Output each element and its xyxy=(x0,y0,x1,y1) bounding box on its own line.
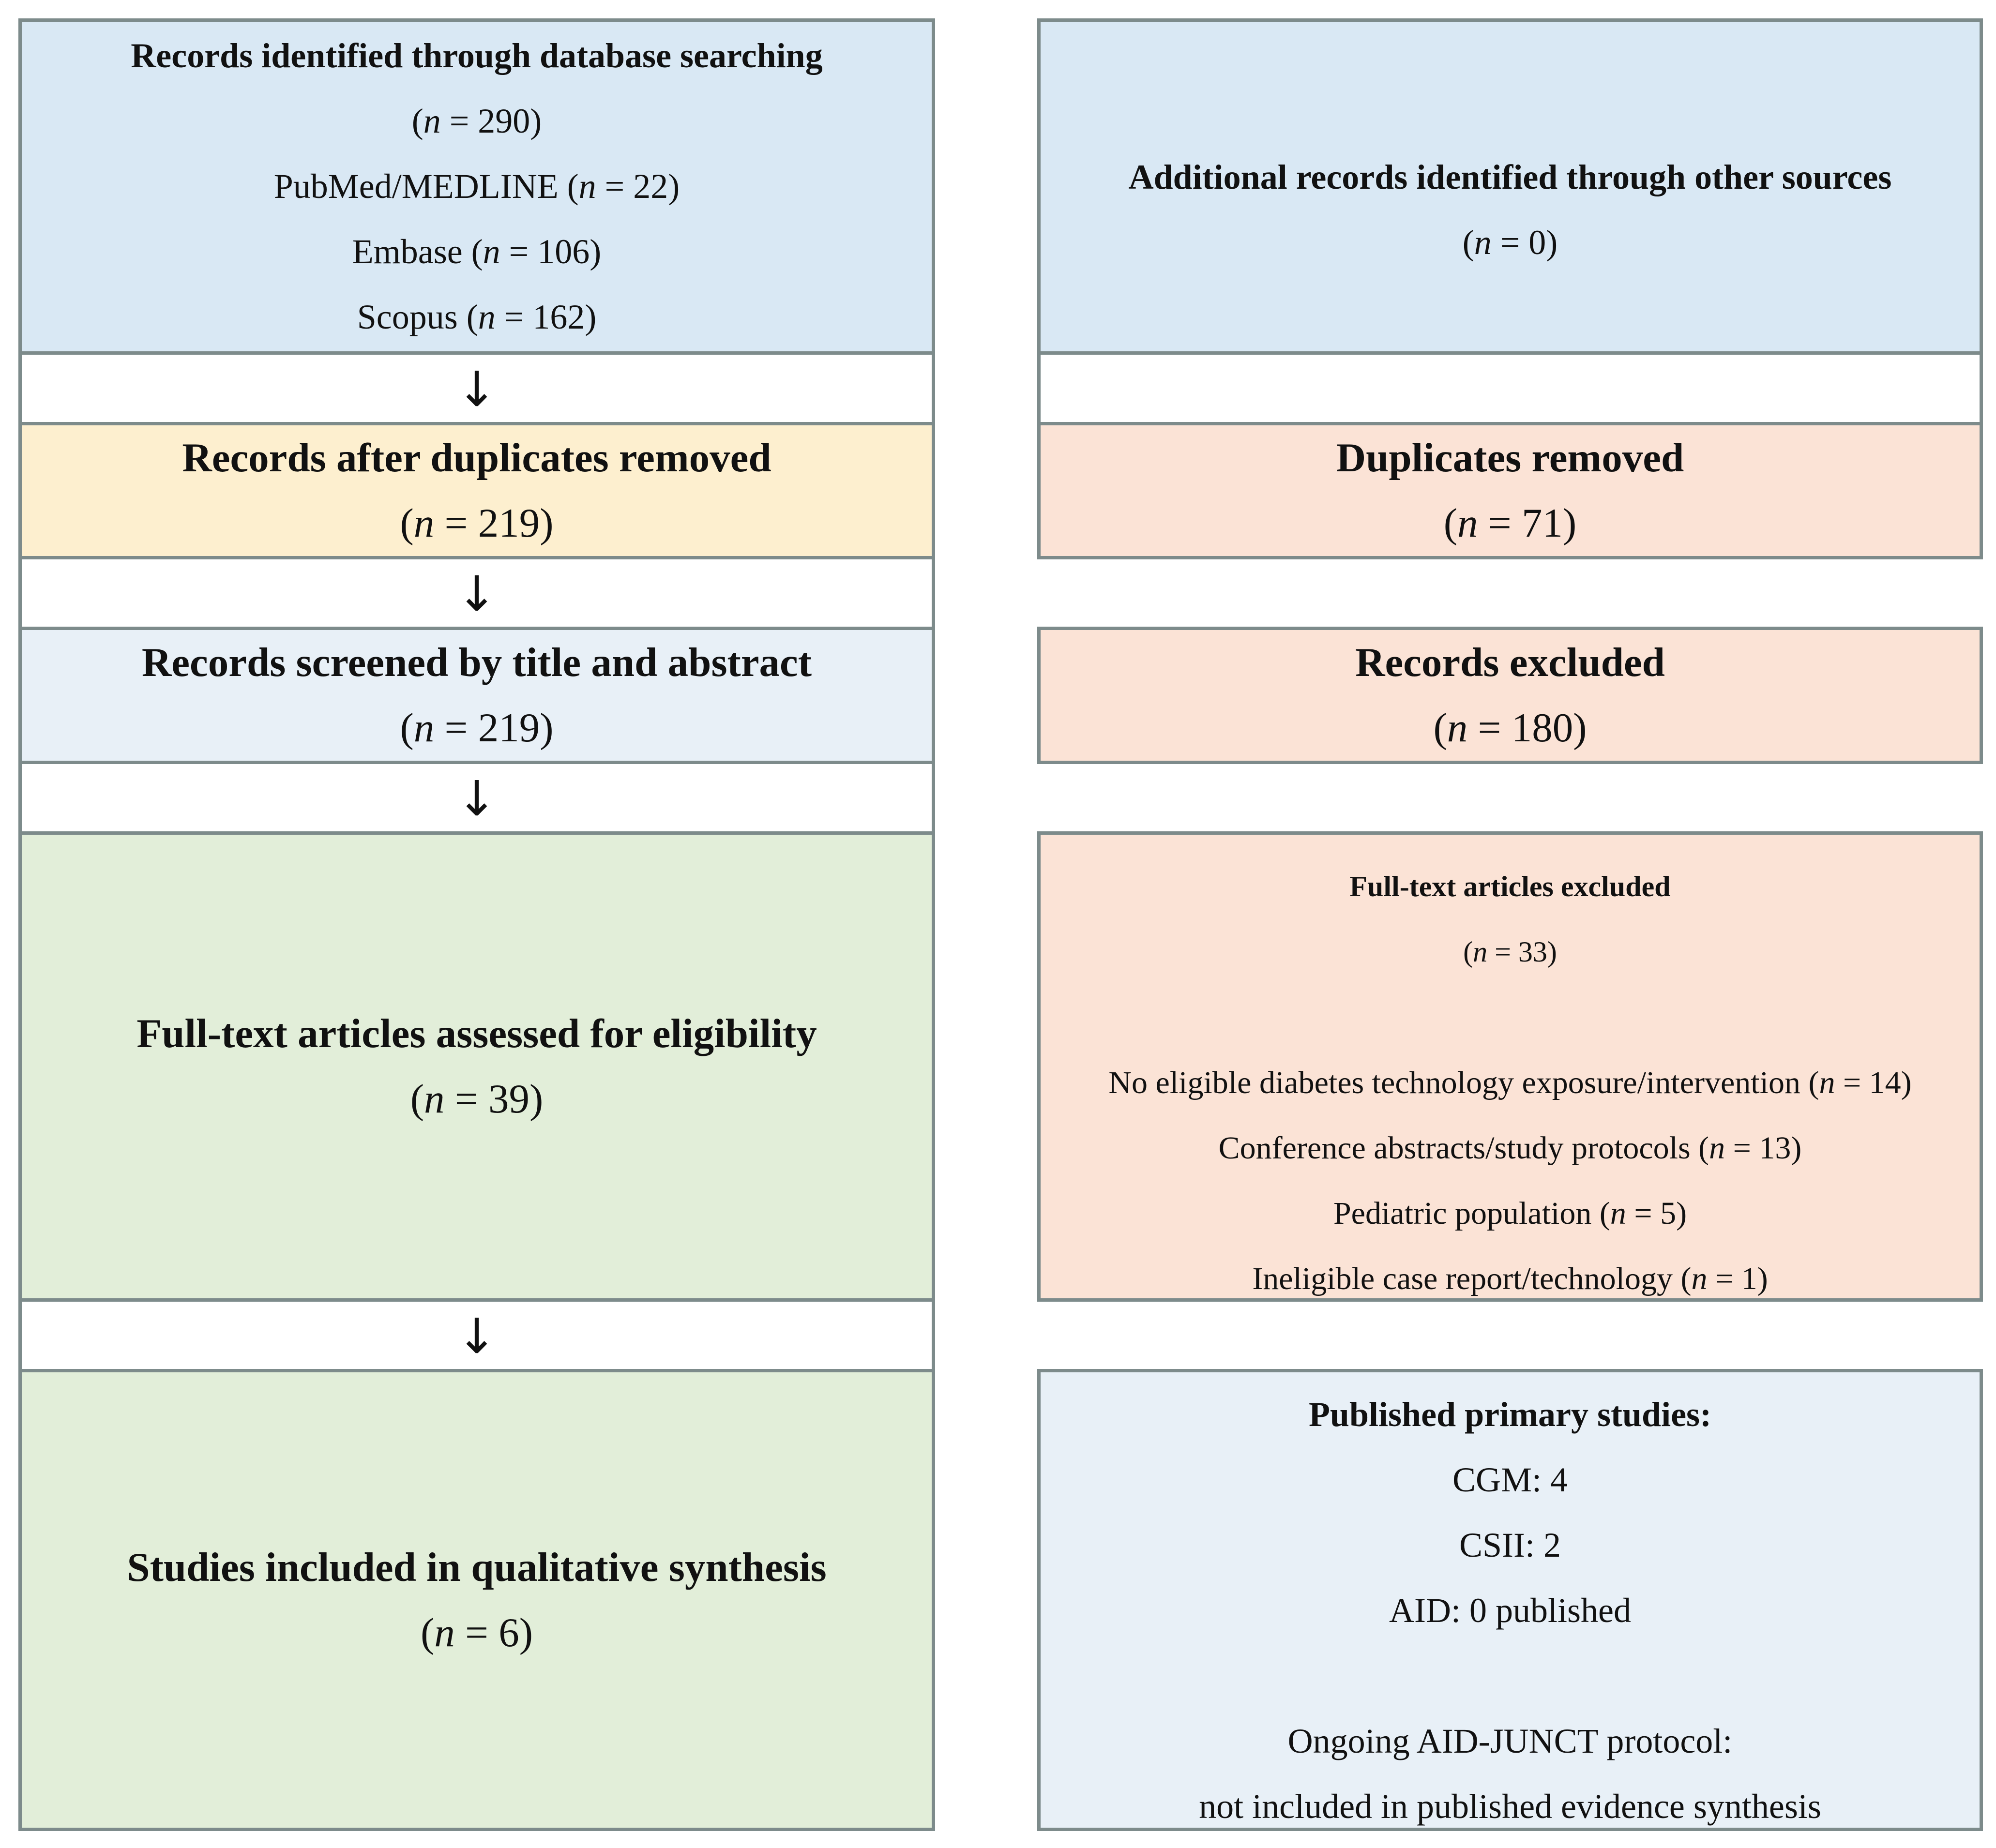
records-excluded-title: Records excluded xyxy=(1355,640,1665,685)
duplicates-removed-box: Duplicates removed (n = 71) xyxy=(1037,422,1983,559)
exclusion-reason: Ineligible case report/technology (n = 1… xyxy=(1252,1261,1768,1296)
records-excluded-count: (n = 180) xyxy=(1433,705,1587,751)
records-screened-count: (n = 219) xyxy=(400,705,554,751)
studies-included-title: Studies included in qualitative synthesi… xyxy=(127,1544,827,1590)
records-after-duplicates-count: (n = 219) xyxy=(400,500,554,546)
records-screened-title: Records screened by title and abstract xyxy=(141,640,812,685)
additional-records-box: Additional records identified through ot… xyxy=(1037,18,1983,355)
exclusion-reason: Conference abstracts/study protocols (n … xyxy=(1218,1130,1802,1166)
connector-cell-2 xyxy=(18,556,935,630)
records-screened-box: Records screened by title and abstract (… xyxy=(18,627,935,764)
exclusion-reason: Pediatric population (n = 5) xyxy=(1333,1196,1687,1231)
additional-records-title: Additional records identified through ot… xyxy=(1128,158,1892,196)
records-identified-box: Records identified through database sear… xyxy=(18,18,935,355)
published-item-csii: CSII: 2 xyxy=(1459,1526,1561,1564)
source-scopus: Scopus (n = 162) xyxy=(357,298,597,336)
records-after-duplicates-box: Records after duplicates removed (n = 21… xyxy=(18,422,935,559)
studies-included-count: (n = 6) xyxy=(420,1609,533,1655)
additional-records-count: (n = 0) xyxy=(1462,223,1558,262)
records-identified-title: Records identified through database sear… xyxy=(131,36,823,75)
full-text-excluded-title: Full-text articles excluded xyxy=(1349,871,1671,902)
arrow-down-icon: ↓ xyxy=(456,566,497,622)
source-embase: Embase (n = 106) xyxy=(352,232,602,271)
published-studies-box: Published primary studies: CGM: 4 CSII: … xyxy=(1037,1369,1983,1831)
records-excluded-box: Records excluded (n = 180) xyxy=(1037,627,1983,764)
exclusion-reason: No eligible diabetes technology exposure… xyxy=(1108,1065,1912,1100)
arrow-down-icon: ↓ xyxy=(456,361,497,418)
records-after-duplicates-title: Records after duplicates removed xyxy=(182,435,771,481)
connector-cell-4 xyxy=(18,1298,935,1372)
studies-included-box: Studies included in qualitative synthesi… xyxy=(18,1369,935,1831)
full-text-assessed-title: Full-text articles assessed for eligibil… xyxy=(136,1011,817,1056)
full-text-excluded-count: (n = 33) xyxy=(1463,936,1557,968)
published-studies-title: Published primary studies: xyxy=(1308,1395,1712,1434)
arrow-down-icon: ↓ xyxy=(456,770,497,827)
ongoing-protocol-note: Ongoing AID-JUNCT protocol: xyxy=(1287,1722,1733,1760)
records-identified-total: (n = 290) xyxy=(411,102,542,140)
arrow-down-icon: ↓ xyxy=(456,1308,497,1365)
duplicates-removed-title: Duplicates removed xyxy=(1336,435,1684,481)
source-pubmed: PubMed/MEDLINE (n = 22) xyxy=(273,167,680,206)
published-item-aid: AID: 0 published xyxy=(1389,1591,1631,1630)
full-text-assessed-box: Full-text articles assessed for eligibil… xyxy=(18,831,935,1302)
full-text-assessed-count: (n = 39) xyxy=(410,1076,544,1122)
ongoing-protocol-note: not included in published evidence synth… xyxy=(1199,1787,1821,1826)
duplicates-removed-count: (n = 71) xyxy=(1443,500,1577,546)
full-text-excluded-box: Full-text articles excluded (n = 33) No … xyxy=(1037,831,1983,1302)
published-item-cgm: CGM: 4 xyxy=(1452,1460,1568,1499)
right-spacer-cell xyxy=(1037,351,1983,425)
